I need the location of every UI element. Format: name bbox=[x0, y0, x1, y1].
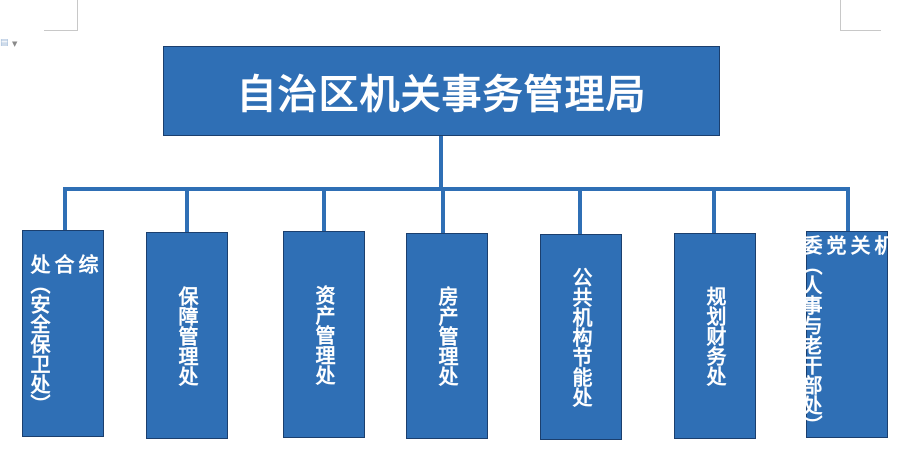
root-connector bbox=[439, 136, 443, 189]
branch-connector bbox=[578, 187, 582, 234]
branch-connector bbox=[63, 187, 67, 230]
org-node-label: 房产管理处 bbox=[435, 286, 459, 386]
org-node-label: 资产管理处 bbox=[312, 284, 336, 385]
horizontal-connector bbox=[63, 187, 850, 191]
page-margin-mark-top-left bbox=[44, 0, 78, 31]
org-node-label: 保障管理处 bbox=[175, 285, 199, 386]
org-node: 保障管理处 bbox=[146, 232, 228, 439]
branch-connector bbox=[441, 187, 445, 233]
chevron-down-icon[interactable]: ▼ bbox=[12, 40, 18, 48]
org-node-label: 规划财务处 bbox=[703, 286, 727, 386]
org-node-label: 机 关 党 委（人事与老干部处） bbox=[799, 234, 895, 435]
org-root-label: 自治区机关事务管理局 bbox=[236, 72, 647, 118]
org-node: 机 关 党 委（人事与老干部处） bbox=[799, 231, 895, 438]
org-node: 公共机构节能处 bbox=[540, 234, 622, 440]
branch-connector bbox=[322, 187, 326, 231]
branch-connector bbox=[846, 187, 850, 231]
org-node: 房产管理处 bbox=[406, 233, 488, 439]
branch-connector bbox=[185, 187, 189, 232]
org-node-label: 综 合 处（安全保卫处） bbox=[27, 253, 99, 414]
org-node: 规划财务处 bbox=[674, 233, 756, 439]
org-node: 资产管理处 bbox=[283, 231, 365, 438]
org-node: 综 合 处（安全保卫处） bbox=[22, 230, 104, 437]
org-root-node: 自治区机关事务管理局 bbox=[163, 46, 720, 136]
branch-connector bbox=[712, 187, 716, 233]
paste-options-icon[interactable]: ▤ bbox=[0, 38, 9, 48]
org-node-label: 公共机构节能处 bbox=[569, 267, 593, 407]
page-margin-mark-top-right bbox=[840, 0, 881, 31]
